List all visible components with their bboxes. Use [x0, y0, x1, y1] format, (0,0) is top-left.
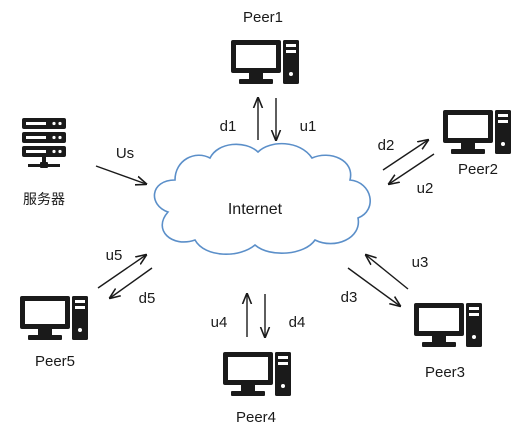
- peer5-label: Peer5: [35, 353, 75, 370]
- peer2-upload-arrow: [389, 153, 435, 184]
- peer1-upload-label: u1: [300, 118, 317, 135]
- peer1-label: Peer1: [243, 9, 283, 26]
- internet-cloud-icon: [153, 142, 371, 255]
- peer2-upload-label: u2: [417, 180, 434, 197]
- server-label: 服务器: [23, 192, 65, 208]
- peer3-computer-icon: [414, 303, 482, 347]
- peer5-download-label: d5: [139, 290, 156, 307]
- peer4-computer-icon: [223, 352, 291, 396]
- peer3-upload-arrow: [366, 255, 409, 290]
- peer3-upload-label: u3: [412, 254, 429, 271]
- peer4-label: Peer4: [236, 409, 276, 426]
- peer2-download-label: d2: [378, 137, 395, 154]
- server-icon: [22, 118, 66, 168]
- peer5-upload-label: u5: [106, 247, 123, 264]
- peer4-download-label: d4: [289, 314, 306, 331]
- peer3-download-arrow: [347, 267, 400, 306]
- peer5-upload-arrow: [97, 255, 146, 289]
- peer2-computer-icon: [443, 110, 511, 154]
- internet-label: Internet: [228, 201, 283, 218]
- server-upload-label: Us: [116, 145, 134, 162]
- peer1-computer-icon: [231, 40, 299, 84]
- server-upload-arrow: [95, 165, 146, 184]
- peer3-download-label: d3: [341, 289, 358, 306]
- peer5-computer-icon: [20, 296, 88, 340]
- peer2-label: Peer2: [458, 161, 498, 178]
- peer4-upload-label: u4: [211, 314, 228, 331]
- peer3-label: Peer3: [425, 364, 465, 381]
- peer5-download-arrow: [110, 267, 153, 298]
- peer1-download-label: d1: [220, 118, 237, 135]
- peer2-download-arrow: [382, 140, 428, 171]
